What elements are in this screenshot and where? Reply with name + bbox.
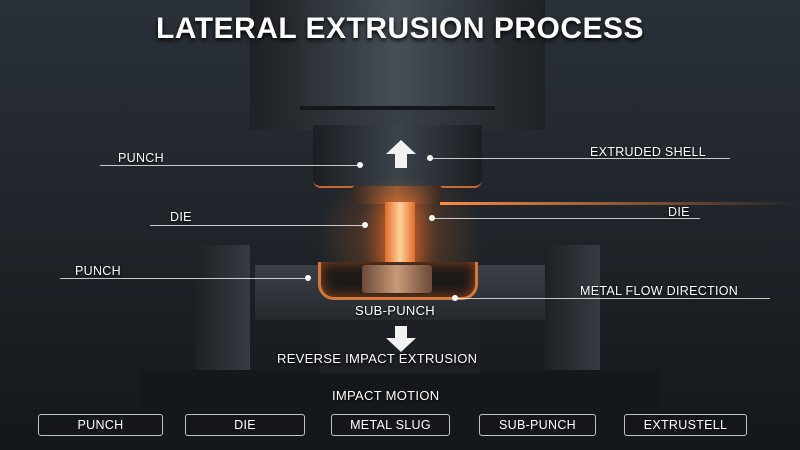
right-frame [545,245,600,385]
leader-dot [452,295,458,301]
arrow-down-icon [386,326,416,352]
leader-dot [305,275,311,281]
die-ring [352,186,442,204]
press-base [140,370,660,450]
leader-dot [429,215,435,221]
leader-dot [427,155,433,161]
metal-slug [362,265,432,293]
leader-line [150,225,365,226]
leader-line [455,298,770,299]
button-extrustell[interactable]: EXTRUSTELL [624,414,747,436]
label-die-right: DIE [668,205,690,219]
spark-streak [440,202,800,205]
arrow-up-icon [386,140,416,168]
label-die-left: DIE [170,210,192,224]
button-die[interactable]: DIE [185,414,305,436]
leader-dot [357,162,363,168]
leader-line [430,158,730,159]
button-metal-slug[interactable]: METAL SLUG [331,414,450,436]
button-sub-punch[interactable]: SUB-PUNCH [479,414,596,436]
label-extruded-shell: EXTRUDED SHELL [590,145,707,159]
label-metal-flow: METAL FLOW DIRECTION [580,284,739,298]
label-sub-punch: SUB-PUNCH [355,303,435,318]
page-title: LATERAL EXTRUSION PROCESS [155,12,645,45]
press-ram [300,0,495,110]
leader-line [432,218,700,219]
left-frame [195,245,250,385]
label-punch-top: PUNCH [118,151,164,165]
label-reverse-impact: REVERSE IMPACT EXTRUSION [277,351,478,366]
hot-metal-flow [385,202,415,272]
button-punch[interactable]: PUNCH [38,414,163,436]
leader-line [100,165,360,166]
label-impact-motion: IMPACT MOTION [332,388,440,403]
label-punch-lower: PUNCH [75,264,121,278]
leader-line [60,278,308,279]
leader-dot [362,222,368,228]
